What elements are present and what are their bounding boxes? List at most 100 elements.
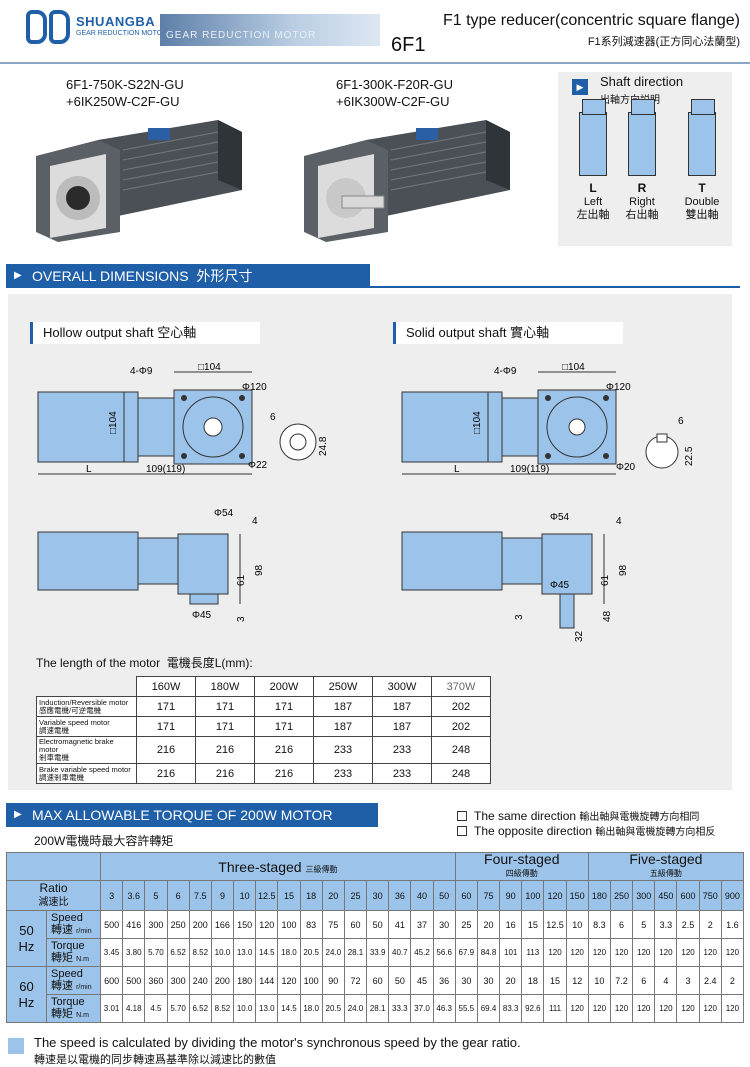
gearbox-double-icon: [688, 99, 716, 176]
speed60-cell: 15: [543, 966, 567, 995]
row-label: Brake variable speed motor: [39, 764, 131, 774]
speed-en: Speed: [51, 911, 83, 924]
dim-d54: Φ54: [214, 508, 234, 519]
brand-logo: [26, 10, 70, 44]
speed50-cell: 50: [366, 910, 390, 939]
speed50-cell: 83: [299, 910, 323, 939]
speed50-cell: 30: [432, 910, 456, 939]
product-1-line1: 6F1-750K-S22N-GU: [66, 77, 184, 92]
header-band: GEAR REDUCTION MOTOR: [160, 14, 380, 46]
speed60-cell: 7.2: [609, 966, 634, 995]
freq-50-unit: Hz: [18, 938, 35, 954]
ratios-cell: 20: [321, 880, 345, 911]
speed60-cell: 144: [255, 966, 279, 995]
shaft-dir-right-code: R: [637, 181, 647, 195]
torque60-cell: 3.01: [99, 994, 124, 1023]
speed60-cell: 10: [587, 966, 611, 995]
speed50-cell: 200: [188, 910, 212, 939]
speed50-cell: 300: [144, 910, 168, 939]
triangle-icon: ▶: [572, 79, 588, 95]
ratios-cell: 18: [299, 880, 323, 911]
torque60-cell: 28.1: [366, 994, 390, 1023]
speed50-cell: 16: [499, 910, 523, 939]
torque50-cell: 120: [632, 938, 656, 967]
shaft-dir-double-cn: 雙出軸: [685, 209, 719, 221]
speed50-cell: 12.5: [543, 910, 567, 939]
dim-n61-solid: 61: [600, 574, 611, 586]
speed60-cell: 120: [277, 966, 301, 995]
motor-photo-solid: [304, 120, 510, 242]
torque-title: MAX ALLOWABLE TORQUE OF 200W MOTOR: [32, 807, 333, 823]
torque60-cell: 14.5: [277, 994, 301, 1023]
torque60-cell: 120: [565, 994, 589, 1023]
shaft-dir-left: L Left 左出軸: [571, 99, 615, 222]
torque50-cell: 120: [543, 938, 567, 967]
cell: 171: [136, 696, 196, 717]
same-direction-checkbox[interactable]: The same direction 輸出軸與電機旋轉方向相同: [457, 808, 699, 823]
three-staged-header: Three-staged 三級傳動: [100, 852, 456, 881]
torque60-cell: 92.6: [521, 994, 545, 1023]
dim-h225: 22.5: [684, 446, 695, 466]
cell: 216: [195, 736, 255, 764]
torque50-cell: 56.6: [432, 938, 456, 967]
torque50-cell: 10.0: [210, 938, 235, 967]
ratios-cell: 3.6: [122, 880, 146, 911]
torque-en: Torque: [51, 995, 85, 1008]
ratio-label-en: Ratio: [39, 881, 68, 895]
speed-cn: 轉速: [51, 979, 73, 992]
ratios-cell: 60: [454, 880, 478, 911]
row-label-cn: 調速剎車電機: [39, 772, 84, 782]
torque-unit: N.m: [76, 955, 89, 963]
dim-d22: Φ22: [248, 460, 268, 471]
ratios-cell: 600: [676, 880, 700, 911]
torque50-cell: 120: [587, 938, 611, 967]
torque60-cell: 111: [543, 994, 567, 1023]
speed50-cell: 60: [343, 910, 368, 939]
speed60-cell: 4: [654, 966, 678, 995]
speed50-cell: 120: [255, 910, 279, 939]
shaft-direction-title: Shaft direction: [600, 74, 684, 89]
speed50-cell: 8.3: [587, 910, 611, 939]
torque50-cell: 120: [654, 938, 678, 967]
ratios-cell: 36: [388, 880, 412, 911]
torque50-cell: 24.0: [321, 938, 345, 967]
dim-n48: 48: [602, 610, 613, 622]
speed60-cell: 72: [343, 966, 368, 995]
shaft-direction-sub: 出軸方向説明: [600, 95, 660, 106]
ratios-cell: 100: [521, 880, 545, 911]
torque50-cell: 101: [499, 938, 523, 967]
torque50-cell: 14.5: [255, 938, 279, 967]
speed50-cell: 416: [122, 910, 146, 939]
torque-cn: 轉矩: [51, 951, 73, 964]
cell: 233: [372, 763, 432, 784]
cell: 187: [372, 716, 432, 737]
same-dir-cn: 輸出軸與電機旋轉方向相同: [579, 812, 700, 823]
cell: 216: [254, 736, 314, 764]
section-divider: [6, 286, 740, 288]
torque60-cell: 120: [720, 994, 745, 1023]
gearbox-left-icon: [579, 99, 607, 176]
dim-n32: 32: [574, 630, 585, 642]
cell: 171: [136, 716, 196, 737]
ratios-cell: 5: [144, 880, 168, 911]
dim-k6: 6: [270, 412, 276, 423]
speed60-cell: 100: [299, 966, 323, 995]
torque-en: Torque: [51, 939, 85, 952]
title-english: F1 type reducer(concentric square flange…: [442, 12, 740, 29]
solid-label-cn: 實心軸: [510, 325, 550, 340]
torque60-cell: 120: [609, 994, 634, 1023]
opposite-direction-checkbox[interactable]: The opposite direction 輸出軸與電機旋轉方向相反: [457, 823, 715, 838]
speed60-cell: 2: [720, 966, 745, 995]
torque60-cell: 24.0: [343, 994, 368, 1023]
ratios-cell: 900: [720, 880, 745, 911]
torque50-cell: 5.70: [144, 938, 168, 967]
speed60-cell: 240: [188, 966, 212, 995]
torque50-cell: 120: [676, 938, 700, 967]
speed60-cell: 6: [632, 966, 656, 995]
